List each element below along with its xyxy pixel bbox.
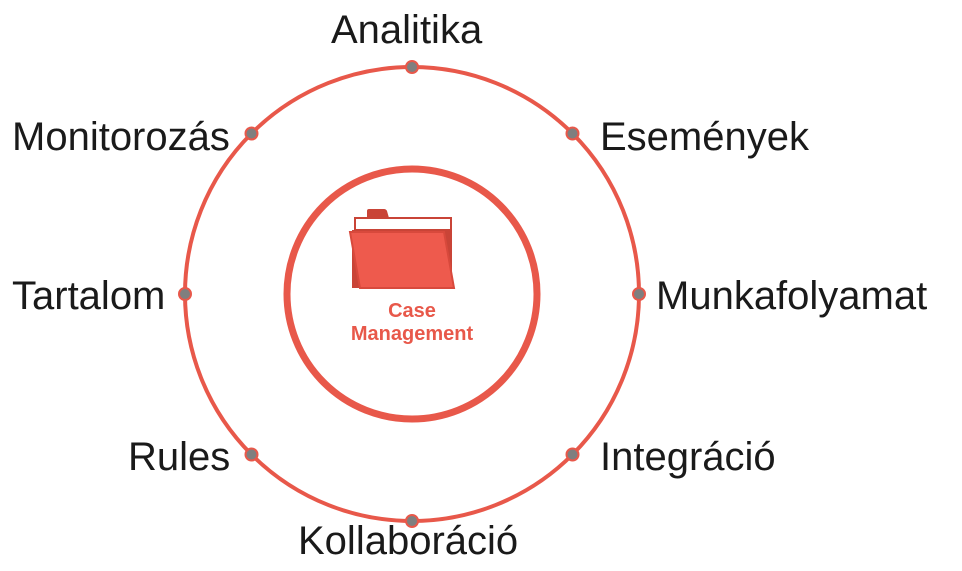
center-label-line2: Management <box>350 323 474 345</box>
folder-icon <box>348 209 456 289</box>
node-label-tartalom: Tartalom <box>12 274 166 318</box>
node-dot-integracio <box>565 447 580 462</box>
node-label-monitorozas: Monitorozás <box>12 115 230 159</box>
inner-ring <box>283 165 541 423</box>
node-dot-munkafolyamat <box>632 287 646 301</box>
center-label: Case Management <box>312 300 512 346</box>
node-label-integracio: Integráció <box>600 435 776 479</box>
node-dot-analitika <box>405 60 419 74</box>
node-label-munkafolyamat: Munkafolyamat <box>656 274 928 318</box>
node-label-esemenyek: Események <box>600 115 809 159</box>
node-dot-tartalom <box>178 287 192 301</box>
node-label-analitika: Analitika <box>331 8 483 52</box>
node-label-kollaboracio: Kollaboráció <box>298 519 519 563</box>
node-dot-rules <box>244 447 259 462</box>
node-dot-monitorozas <box>244 126 259 141</box>
center-label-line1: Case <box>388 300 436 322</box>
node-label-rules: Rules <box>128 435 231 479</box>
node-dots <box>178 60 646 528</box>
node-dot-esemenyek <box>565 126 580 141</box>
node-dot-kollaboracio <box>405 514 419 528</box>
